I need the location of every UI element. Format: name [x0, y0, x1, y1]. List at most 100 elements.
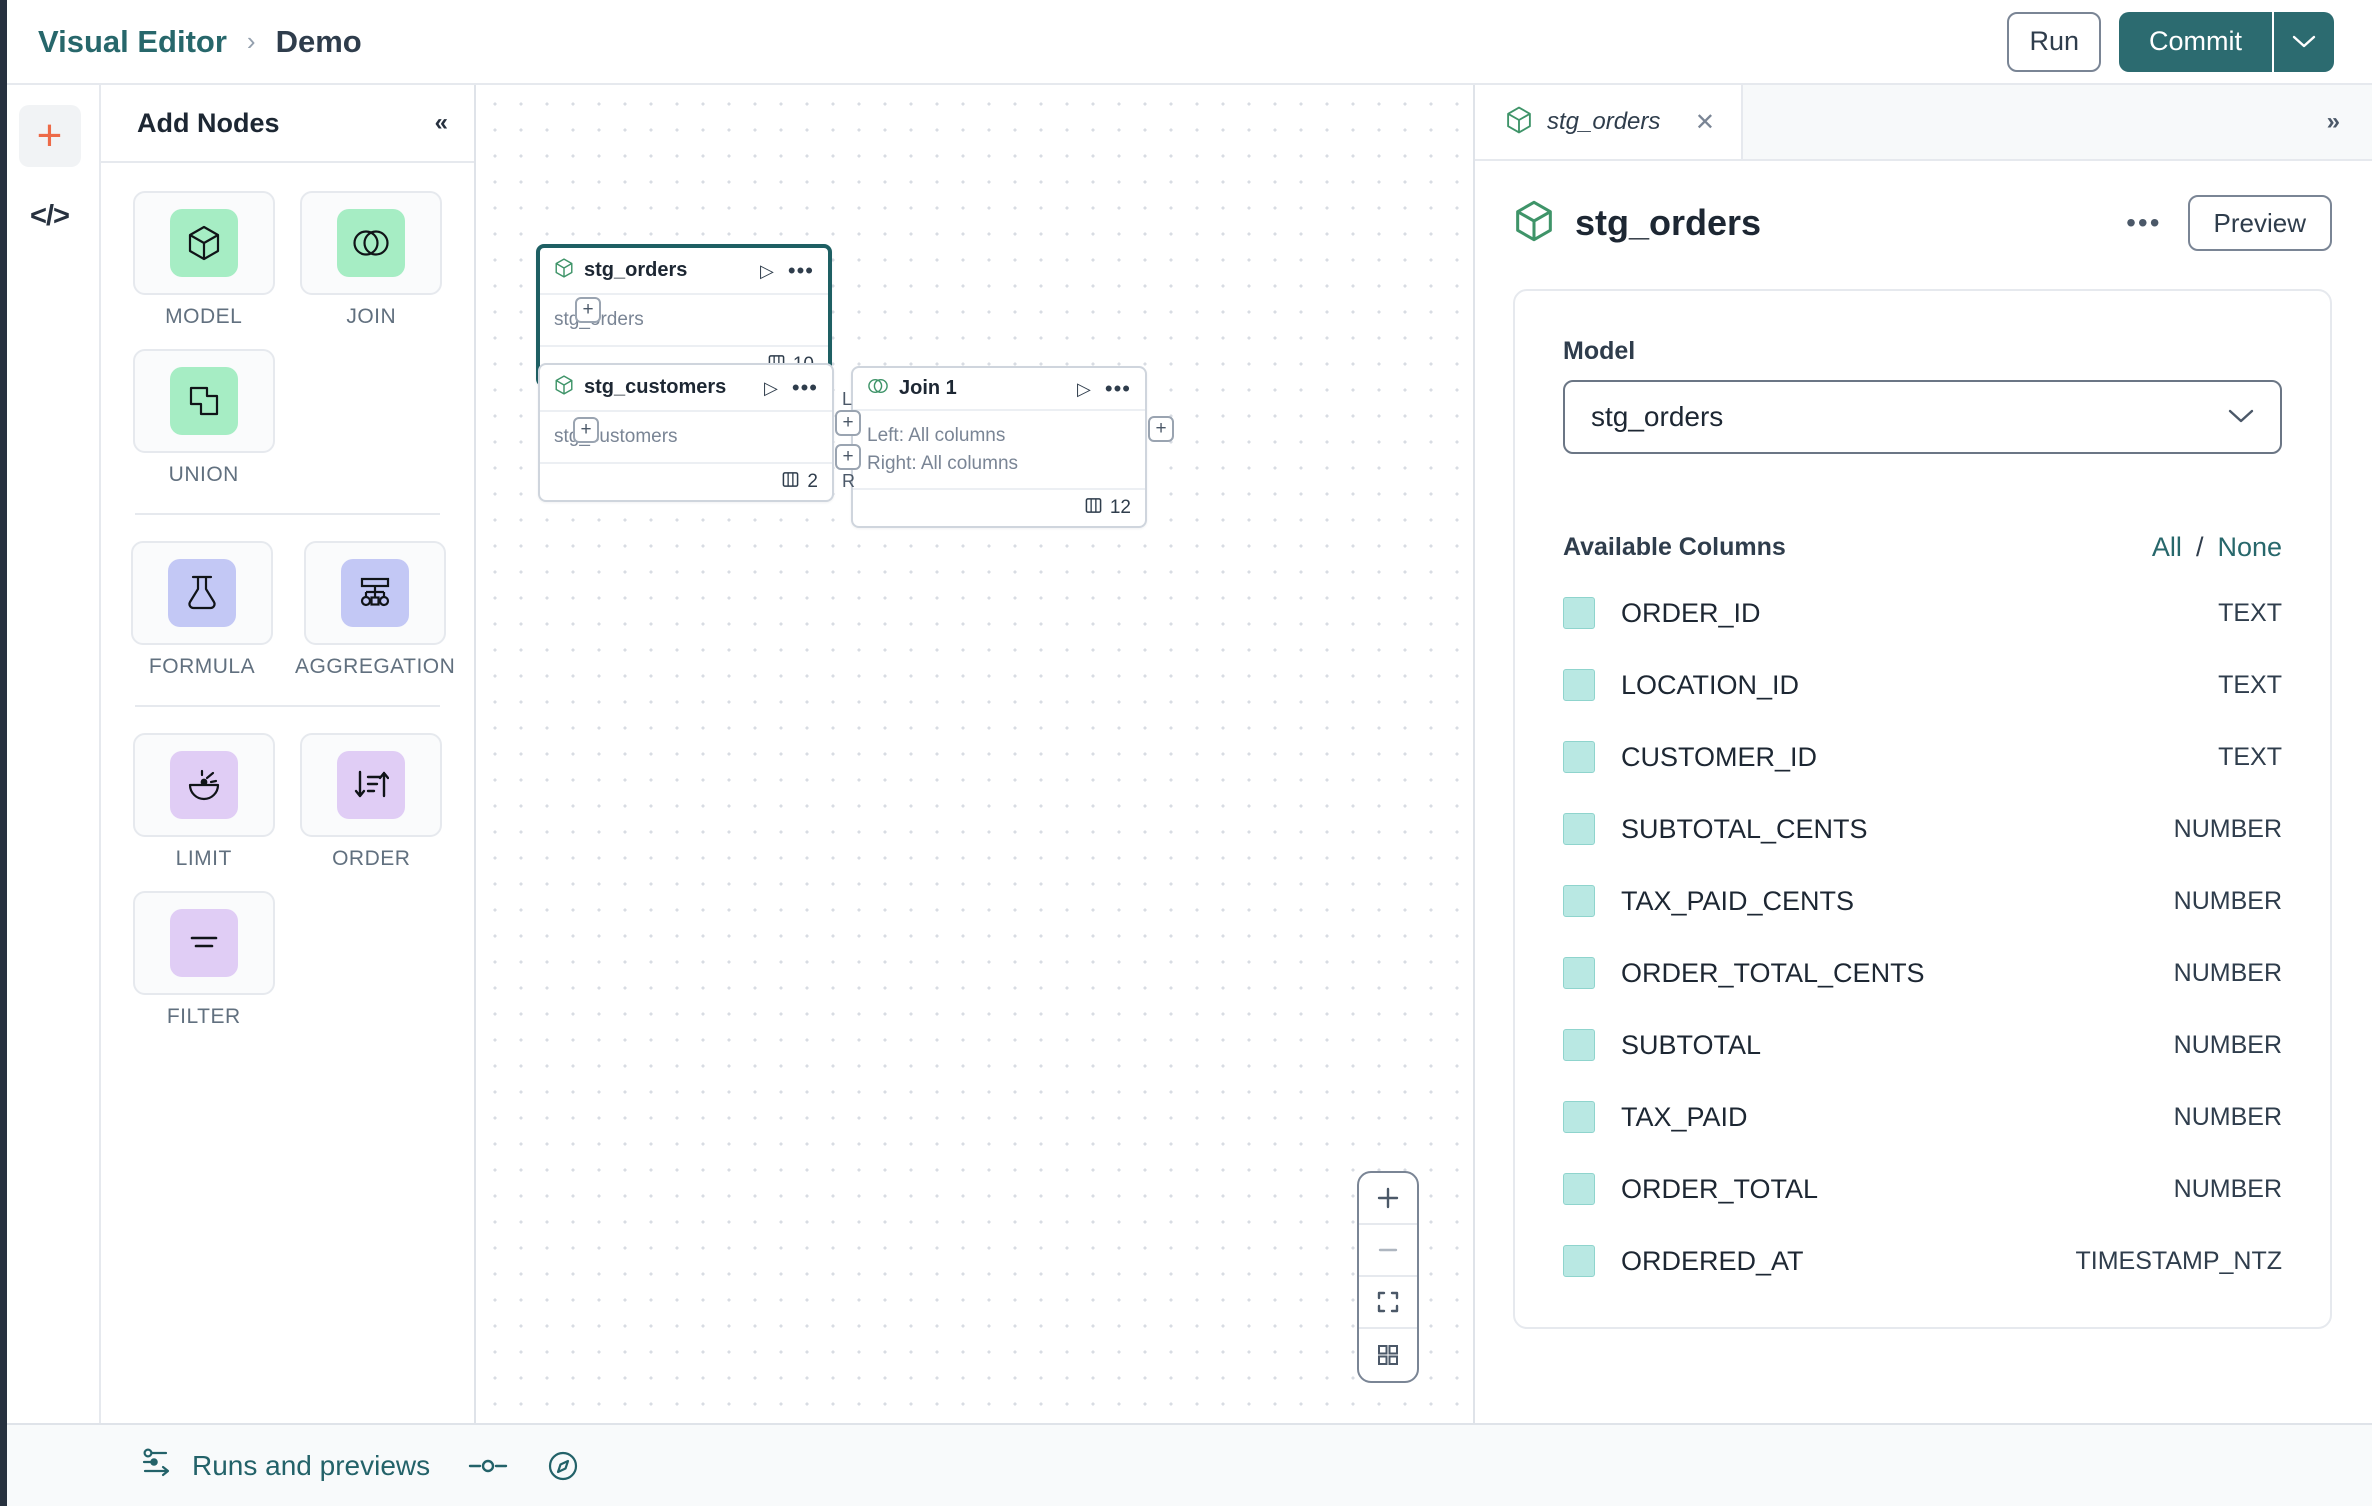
flow-canvas[interactable]: stg_orders ▷ ••• stg_orders 10 + [476, 85, 1475, 1423]
breadcrumb-visual-editor[interactable]: Visual Editor [38, 23, 227, 59]
runs-and-previews-button[interactable]: Runs and previews [140, 1447, 430, 1484]
node-option-label: JOIN [346, 305, 397, 328]
model-field-label: Model [1563, 337, 1636, 365]
node-option-model[interactable]: MODEL [131, 191, 277, 329]
tab-stg-orders[interactable]: stg_orders ✕ [1475, 85, 1743, 159]
column-type: NUMBER [2173, 886, 2282, 915]
column-type: NUMBER [2173, 958, 2282, 987]
column-checkbox[interactable] [1563, 957, 1595, 989]
cube-icon [1513, 198, 1555, 249]
model-select[interactable]: stg_orders [1563, 380, 2282, 454]
node-option-join[interactable]: JOIN [299, 191, 445, 329]
node-menu-icon[interactable]: ••• [1104, 375, 1131, 401]
column-row[interactable]: LOCATION_ID TEXT [1563, 649, 2282, 721]
column-row[interactable]: ORDERED_AT TIMESTAMP_NTZ [1563, 1225, 2282, 1297]
node-option-label: ORDER [332, 847, 411, 870]
column-name: ORDER_ID [1621, 597, 1761, 628]
output-port-stg-customers[interactable]: + [573, 417, 599, 443]
column-row[interactable]: SUBTOTAL NUMBER [1563, 1009, 2282, 1081]
column-name: LOCATION_ID [1621, 669, 1800, 700]
node-option-aggregation[interactable]: AGGREGATION [295, 541, 455, 679]
node-menu-icon[interactable]: ••• [787, 257, 814, 283]
join-input-port-right[interactable]: + [835, 444, 861, 470]
canvas-node-join-1[interactable]: Join 1 ▷ ••• Left: All columns Right: Al… [851, 366, 1147, 529]
column-name: TAX_PAID_CENTS [1621, 885, 1855, 916]
column-checkbox[interactable] [1563, 1245, 1595, 1277]
breadcrumb-demo[interactable]: Demo [275, 23, 362, 59]
collapse-sidebar-icon[interactable]: « [434, 109, 448, 136]
column-row[interactable]: TAX_PAID_CENTS NUMBER [1563, 865, 2282, 937]
preview-button[interactable]: Preview [2187, 195, 2332, 251]
column-type: TEXT [2218, 670, 2282, 699]
node-option-model-card[interactable] [132, 191, 275, 295]
column-checkbox[interactable] [1563, 1173, 1595, 1205]
compass-icon[interactable] [546, 1449, 580, 1483]
node-option-formula-card[interactable] [131, 541, 273, 645]
panel-content[interactable]: Model stg_orders Available Columns All /… [1475, 251, 2372, 1423]
column-checkbox[interactable] [1563, 885, 1595, 917]
node-menu-icon[interactable]: ••• [791, 374, 818, 400]
canvas-node-header: stg_customers ▷ ••• [540, 365, 832, 412]
canvas-node-subtitle-left: Left: All columns [867, 425, 1006, 446]
node-option-aggregation-card[interactable] [304, 541, 447, 645]
run-node-icon[interactable]: ▷ [764, 377, 778, 398]
commit-button[interactable]: Commit [2119, 11, 2272, 72]
canvas-node-title: stg_customers [584, 376, 727, 398]
column-checkbox[interactable] [1563, 597, 1595, 629]
node-option-limit[interactable]: LIMIT [131, 733, 277, 871]
join-input-port-left[interactable]: + [835, 410, 861, 436]
zoom-in-icon[interactable] [1359, 1173, 1417, 1225]
fit-view-icon[interactable] [1359, 1277, 1417, 1329]
column-checkbox[interactable] [1563, 813, 1595, 845]
node-option-formula[interactable]: FORMULA [131, 541, 273, 679]
select-all-link[interactable]: All [2151, 532, 2182, 562]
node-option-label: AGGREGATION [295, 655, 456, 678]
column-checkbox[interactable] [1563, 1029, 1595, 1061]
panel-tabstrip: stg_orders ✕ » [1475, 85, 2372, 161]
panel-menu-icon[interactable]: ••• [2126, 207, 2162, 238]
code-view-button[interactable]: </> [19, 185, 81, 247]
tabstrip-spacer: » [1743, 85, 2372, 159]
column-row[interactable]: ORDER_ID TEXT [1563, 577, 2282, 649]
run-button[interactable]: Run [2007, 11, 2101, 72]
runs-and-previews-label: Runs and previews [192, 1449, 431, 1481]
close-icon[interactable]: ✕ [1694, 108, 1715, 136]
canvas-node-header: stg_orders ▷ ••• [540, 248, 828, 295]
column-row[interactable]: ORDER_TOTAL NUMBER [1563, 1153, 2282, 1225]
join-output-port[interactable]: + [1148, 416, 1174, 442]
node-option-filter-card[interactable] [132, 891, 275, 995]
run-node-icon[interactable]: ▷ [1077, 378, 1091, 399]
column-row[interactable]: ORDER_TOTAL_CENTS NUMBER [1563, 937, 2282, 1009]
column-row[interactable]: TAX_PAID NUMBER [1563, 1081, 2282, 1153]
toggle-icon[interactable] [466, 1455, 510, 1477]
grid-icon[interactable] [1359, 1329, 1417, 1381]
column-checkbox[interactable] [1563, 741, 1595, 773]
add-node-button[interactable]: + [18, 105, 81, 167]
commit-dropdown-chevron-down-icon[interactable] [2272, 11, 2334, 72]
node-option-join-card[interactable] [300, 191, 443, 295]
sidebar-divider [135, 705, 440, 707]
select-none-link[interactable]: None [2217, 532, 2282, 562]
node-option-filter[interactable]: FILTER [131, 891, 277, 1029]
add-nodes-title: Add Nodes [137, 107, 280, 138]
zoom-out-icon[interactable] [1359, 1225, 1417, 1277]
code-icon: </> [30, 199, 70, 232]
canvas-node-actions: ▷ ••• [760, 257, 814, 283]
node-option-union-card[interactable] [132, 349, 275, 453]
node-option-order[interactable]: ORDER [299, 733, 445, 871]
expand-panel-icon[interactable]: » [2326, 108, 2340, 135]
run-node-icon[interactable]: ▷ [760, 260, 774, 281]
column-row[interactable]: CUSTOMER_ID TEXT [1563, 721, 2282, 793]
column-checkbox[interactable] [1563, 669, 1595, 701]
column-row[interactable]: SUBTOTAL_CENTS NUMBER [1563, 793, 2282, 865]
cube-icon [1505, 105, 1533, 140]
node-option-limit-card[interactable] [132, 733, 275, 837]
output-port-stg-orders[interactable]: + [575, 297, 601, 323]
union-icon [169, 367, 238, 435]
column-name: TAX_PAID [1621, 1101, 1748, 1132]
bottom-bar: Runs and previews [0, 1423, 2372, 1506]
node-option-union[interactable]: UNION [131, 349, 277, 487]
available-columns-title: Available Columns [1563, 533, 1786, 561]
column-checkbox[interactable] [1563, 1101, 1595, 1133]
node-option-order-card[interactable] [300, 733, 443, 837]
